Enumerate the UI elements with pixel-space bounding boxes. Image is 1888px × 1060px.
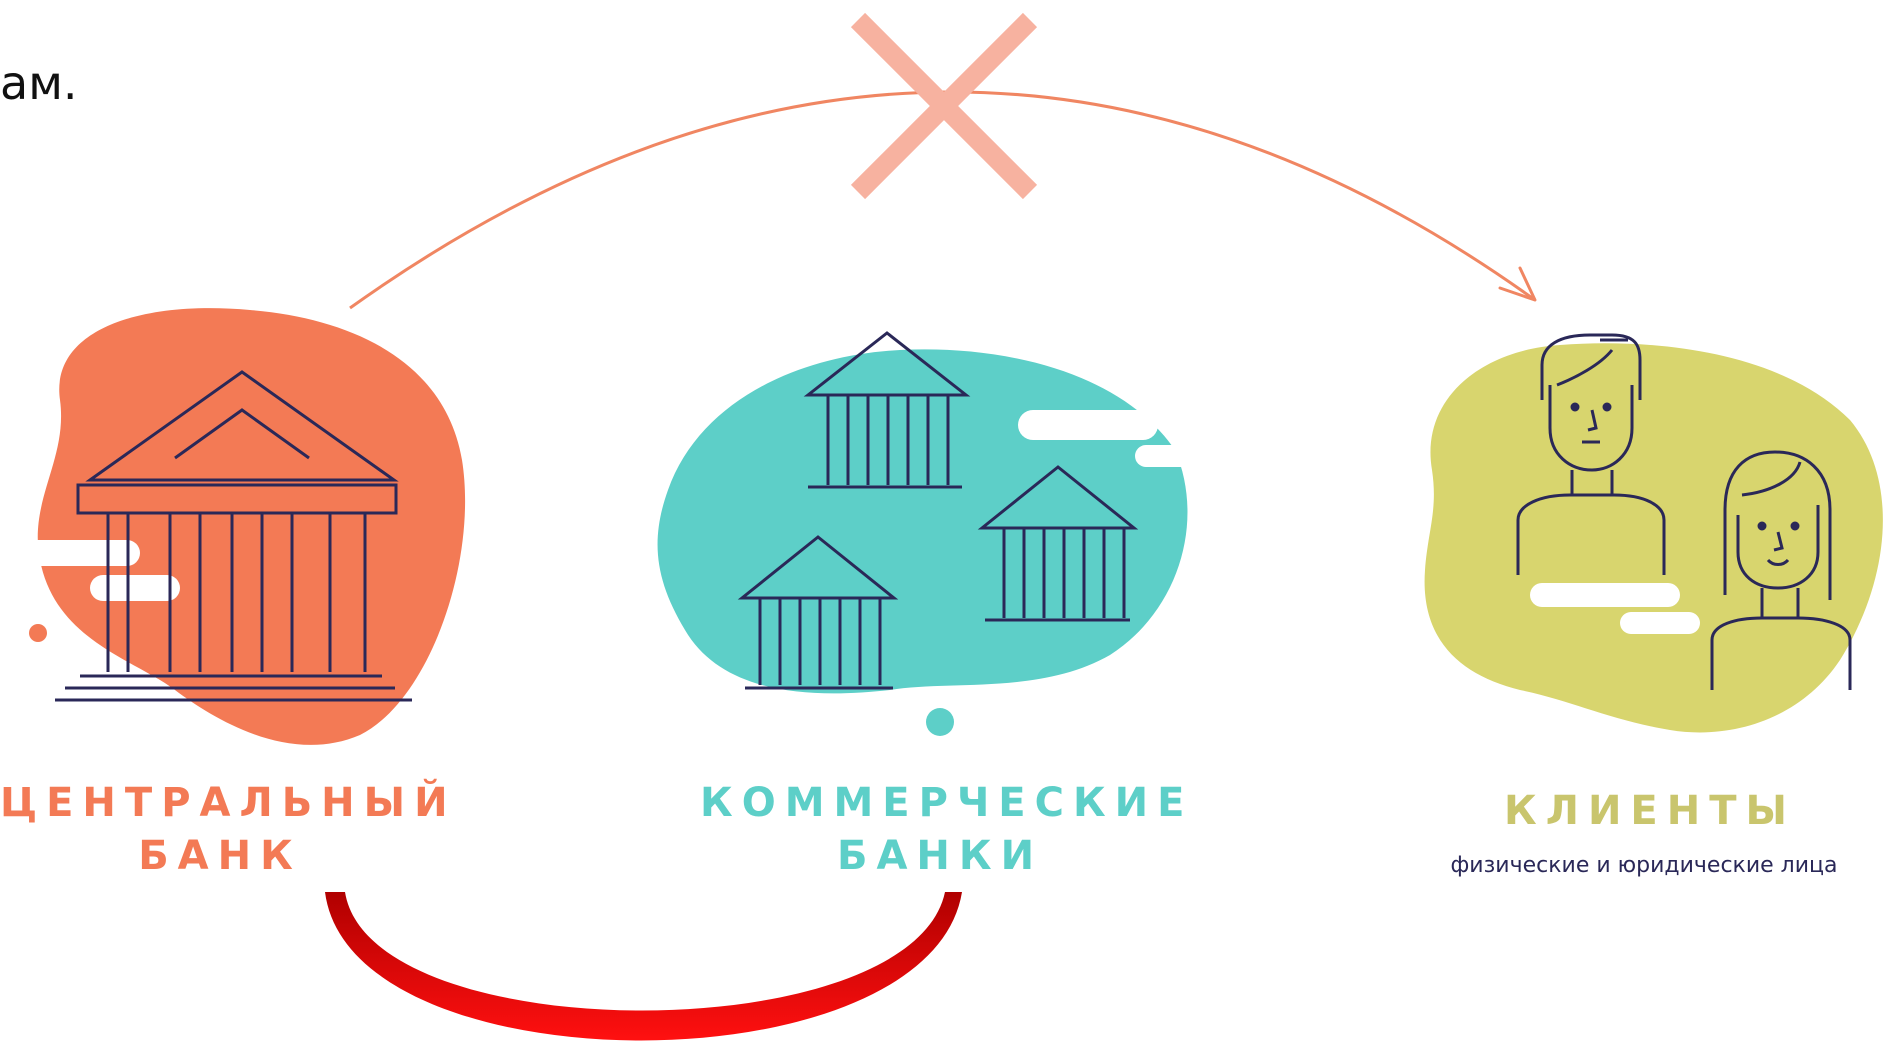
return-arc <box>325 892 962 1041</box>
central-bank-label-line1: ЦЕНТРАЛЬНЫЙ <box>0 780 457 826</box>
central-bank-label-line2: БАНК <box>138 833 302 879</box>
central-bank-label: ЦЕНТРАЛЬНЫЙ БАНК <box>0 777 457 883</box>
top-text-fragment: ам. <box>0 56 78 110</box>
commercial-banks-illustration <box>657 331 1195 736</box>
man-icon <box>1516 333 1666 575</box>
cross-icon <box>850 12 1038 200</box>
direct-arrow <box>349 90 1537 310</box>
bank-building-icon <box>55 370 412 702</box>
commercial-banks-label-line1: КОММЕРЧЕСКИЕ <box>700 780 1194 826</box>
clients-label: КЛИЕНТЫ <box>1504 788 1796 834</box>
bank-building-icon <box>803 331 971 489</box>
bank-building-icon <box>977 465 1139 622</box>
central-bank-illustration <box>20 308 466 745</box>
clients-illustration <box>1424 333 1883 733</box>
woman-icon <box>1710 450 1852 690</box>
commercial-banks-label-line2: БАНКИ <box>836 833 1044 879</box>
bank-building-icon <box>737 535 899 690</box>
commercial-banks-label: КОММЕРЧЕСКИЕ БАНКИ <box>700 777 1194 883</box>
clients-subtitle: физические и юридические лица <box>1450 853 1838 878</box>
